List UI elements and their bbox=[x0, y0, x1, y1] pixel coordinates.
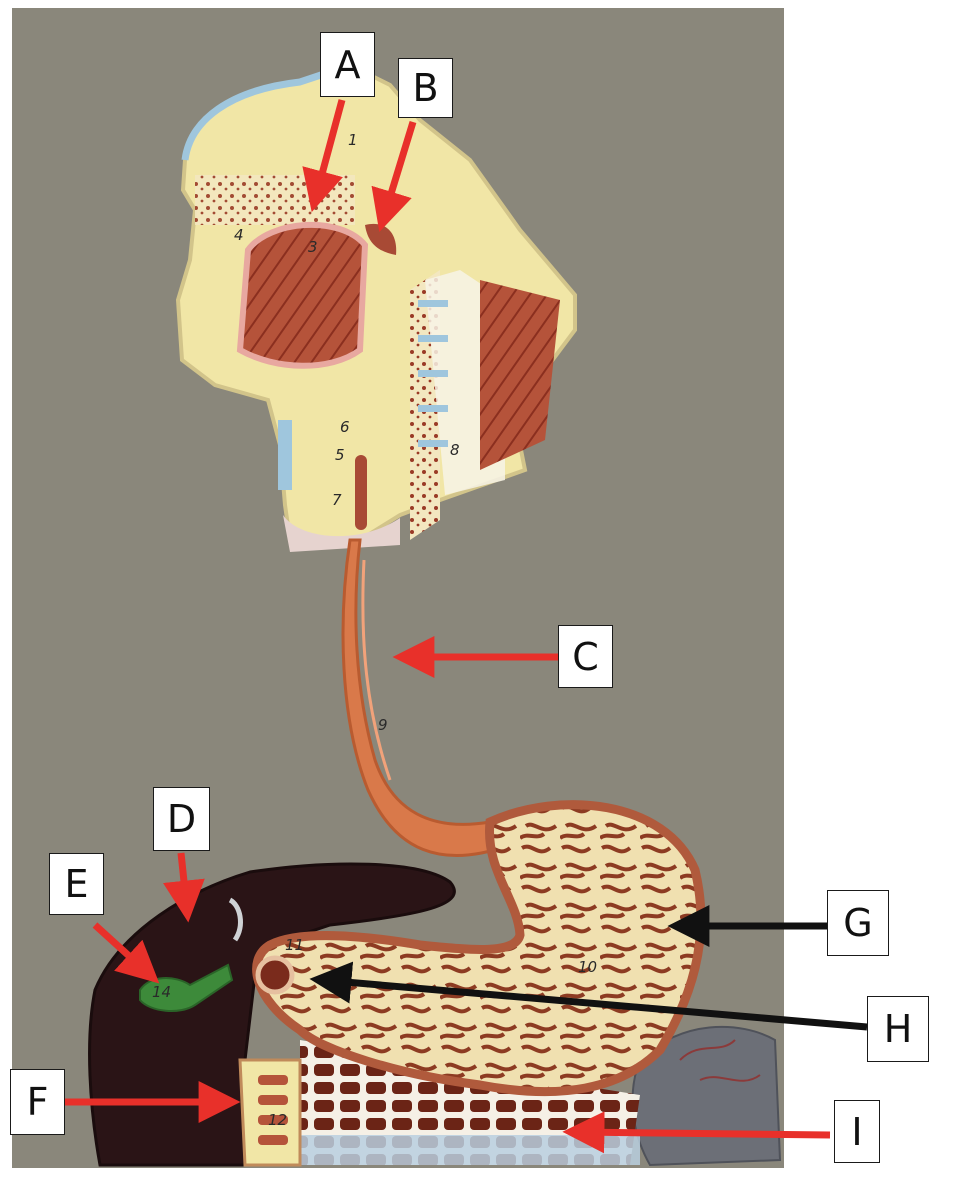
model-number: 7 bbox=[332, 491, 342, 509]
model-number: 11 bbox=[285, 936, 304, 954]
pyloric-sphincter bbox=[255, 955, 295, 995]
label-f: F bbox=[10, 1069, 65, 1135]
arrow-a bbox=[302, 99, 346, 213]
label-h: H bbox=[867, 996, 929, 1062]
label-c: C bbox=[558, 625, 613, 688]
arrow-h bbox=[309, 961, 868, 1031]
pancreas bbox=[300, 1040, 640, 1165]
label-d: D bbox=[153, 787, 210, 851]
model-number: 9 bbox=[378, 716, 388, 734]
model-number: 8 bbox=[450, 441, 460, 459]
arrow-d bbox=[163, 852, 205, 923]
model-number: 6 bbox=[340, 418, 350, 436]
head-section bbox=[175, 67, 577, 552]
model-number: 12 bbox=[268, 1111, 287, 1129]
label-i: I bbox=[834, 1100, 880, 1163]
label-e: E bbox=[49, 853, 104, 915]
arrow-b bbox=[371, 120, 417, 233]
arrow-e bbox=[92, 922, 160, 984]
model-number: 14 bbox=[152, 983, 171, 1001]
model-number: 3 bbox=[308, 238, 318, 256]
model-number: 5 bbox=[335, 446, 345, 464]
model-number: 10 bbox=[578, 958, 597, 976]
label-g: G bbox=[827, 890, 889, 956]
label-b: B bbox=[398, 58, 453, 118]
label-arrows bbox=[65, 99, 868, 1154]
stomach bbox=[252, 800, 706, 1097]
model-number: 1 bbox=[348, 131, 358, 149]
label-a: A bbox=[320, 32, 375, 97]
arrow-i bbox=[562, 1111, 831, 1154]
model-number: 4 bbox=[234, 226, 244, 244]
